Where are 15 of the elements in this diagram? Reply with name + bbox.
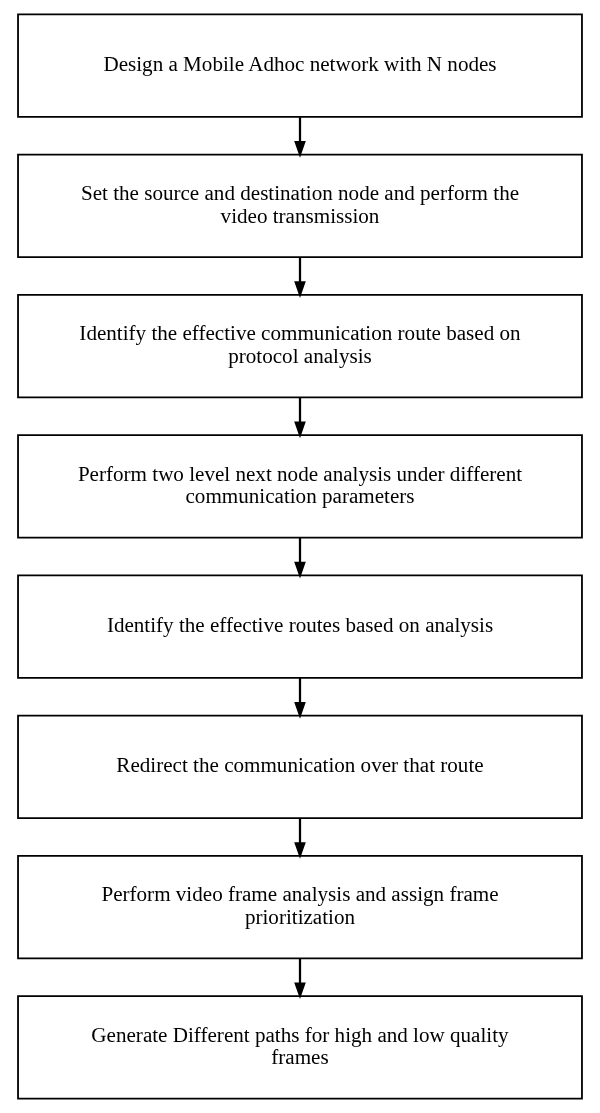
node-box: Perform two level next node analysis under different communication parameters [17, 434, 583, 539]
node-box: Set the source and destination node and perform the video transmission [17, 153, 583, 259]
node-box: Generate Different paths for high and low quality frames [17, 995, 583, 1100]
node-box: Redirect the communication over that route [17, 714, 583, 819]
arrow [294, 818, 306, 859]
arrow [294, 958, 306, 1000]
node-box: Identify the effective communication route based on protocol analysis [17, 294, 583, 399]
arrow [294, 397, 306, 439]
node-box: Identify the effective routes based on analysis [17, 574, 583, 679]
node-box: Design a Mobile Adhoc network with N nodes [17, 13, 583, 118]
arrow [294, 257, 306, 298]
arrow [294, 117, 306, 158]
arrow [294, 537, 306, 579]
arrow [294, 678, 306, 719]
node-box: Perform video frame analysis and assign frame prioritization [17, 854, 583, 960]
